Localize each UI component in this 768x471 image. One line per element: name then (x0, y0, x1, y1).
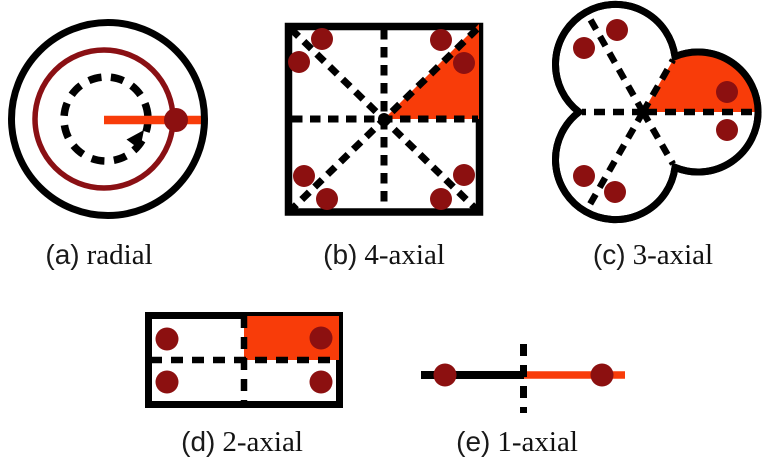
outer-boundary-circle (8, 19, 208, 219)
caption-c-prefix: (c) (592, 239, 626, 270)
caption-a-label: radial (86, 239, 153, 271)
center-point (637, 106, 649, 118)
sample-dot (309, 370, 333, 394)
caption-c: (c)3-axial (593, 239, 713, 271)
sample-dot (604, 181, 626, 203)
sample-dot (155, 327, 179, 351)
caption-e: (e)1-axial (456, 426, 578, 458)
sample-dot (573, 165, 595, 187)
sample-dot (309, 326, 333, 350)
axis-300deg (640, 110, 676, 166)
sample-dot (155, 370, 179, 394)
caption-e-label: 1-axial (497, 426, 578, 458)
axis-60deg (640, 58, 676, 114)
panel-c-drawing (552, 0, 762, 224)
sample-dot (453, 52, 475, 74)
caption-a: (a)radial (45, 239, 152, 271)
caption-c-label: 3-axial (632, 239, 714, 271)
sample-dot (293, 165, 315, 187)
center-point (378, 113, 390, 125)
panel-b-drawing (284, 22, 484, 216)
trefoil-outline-overlay (552, 0, 762, 224)
caption-b: (b)4-axial (323, 239, 445, 271)
sample-dot (288, 51, 310, 73)
caption-d-prefix: (d) (181, 426, 216, 457)
sample-dot (430, 188, 452, 210)
caption-b-label: 4-axial (364, 239, 445, 271)
sample-dot (590, 363, 614, 387)
sample-dot (316, 188, 338, 210)
caption-b-prefix: (b) (323, 239, 358, 270)
caption-e-prefix: (e) (456, 426, 491, 457)
panel-d-drawing (145, 312, 343, 408)
caption-d: (d)2-axial (181, 426, 303, 458)
sample-dot (606, 19, 628, 41)
caption-d-label: 2-axial (222, 426, 303, 458)
sample-dot (716, 81, 738, 103)
panel-e-drawing (421, 344, 625, 413)
sample-dot (311, 28, 333, 50)
panel-a-drawing (8, 19, 208, 219)
rotation-arrow-icon (126, 130, 144, 150)
caption-a-prefix: (a) (45, 239, 80, 270)
sample-dot (430, 29, 452, 51)
sample-dot (453, 164, 475, 186)
sample-dot (573, 37, 595, 59)
sample-dot (716, 119, 738, 141)
sample-dot (164, 108, 188, 132)
sample-dot (433, 363, 457, 387)
